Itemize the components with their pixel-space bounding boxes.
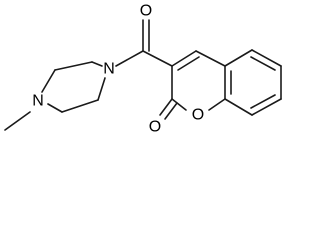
bond-methyl-n — [4, 111, 31, 131]
bond-c8-c8a — [224, 98, 253, 116]
bond-c7-c8-1 — [251, 98, 282, 116]
atom-lactone-carbonyl-oxygen: O — [149, 119, 161, 136]
bond-c3-c4-2 — [177, 56, 200, 71]
bond-c8a-o1 — [208, 98, 226, 111]
bond-pip-n4-c — [41, 69, 56, 93]
bond-c5-c6-1 — [251, 49, 282, 67]
bond-c7-c8-2 — [250, 94, 276, 109]
bond-pip-c-n1 — [91, 61, 103, 67]
chemical-structure: O N N O O — [4, 3, 282, 136]
atom-ring-oxygen: O — [192, 107, 204, 124]
bond-carbonyl-c3 — [142, 50, 173, 67]
bond-c2-o-1 — [159, 98, 173, 116]
bond-c3-c4-1 — [171, 50, 197, 67]
atom-piperazine-n-methyl: N — [32, 93, 44, 110]
bond-n-carbonyl — [115, 50, 144, 67]
atom-carbonyl-oxygen: O — [140, 3, 152, 20]
bond-o1-c2 — [171, 98, 187, 111]
bond-pip-c-n4 — [47, 103, 63, 113]
bond-c2-o-2 — [164, 102, 178, 120]
bond-c5-c6-2 — [250, 56, 276, 71]
atom-piperazine-n-acyl: N — [103, 61, 115, 78]
bond-pip-c-c2 — [61, 99, 99, 113]
bond-pip-c-c — [54, 61, 93, 71]
bond-c4-c4a — [195, 50, 226, 67]
bond-c4a-c5 — [224, 49, 253, 67]
bond-pip-n1-c — [97, 77, 106, 101]
